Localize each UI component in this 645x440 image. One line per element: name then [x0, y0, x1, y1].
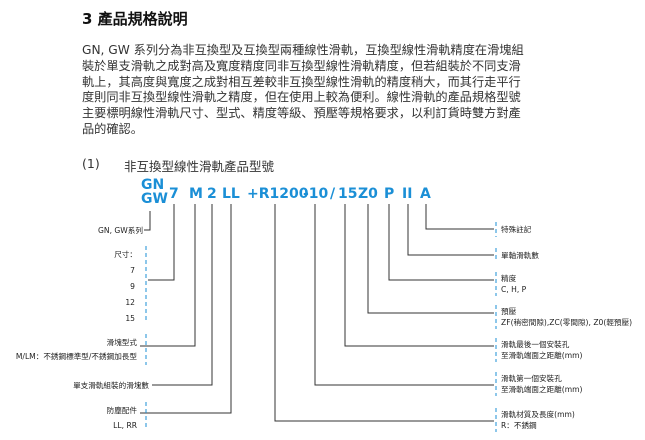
label-block-type-desc: M/LM：不銹鋼標準型/不銹鋼加長型 [15, 352, 137, 361]
code-dust: LL [222, 186, 240, 202]
code-size: 7 [169, 186, 179, 202]
connector-size [148, 204, 175, 281]
paragraph-line: 品的確認。 [82, 121, 143, 136]
connector-accuracy [388, 204, 494, 281]
subsection-title: 非互換型線性滑軌產品型號 [124, 159, 275, 174]
label-accuracy-values: C, H, P [501, 285, 527, 294]
connector-special [425, 204, 494, 230]
connector-preload [367, 204, 494, 314]
code-type: M [189, 186, 203, 202]
section-heading: 3 產品規格說明 [82, 10, 188, 28]
label-e1-line1: 滑軌第一個安裝孔 [501, 374, 562, 383]
label-dust-title: 防塵配件 [106, 406, 137, 415]
code-e2: 15 [338, 186, 358, 202]
code-length: +R1200 [247, 186, 309, 202]
connector-dust [140, 204, 232, 414]
label-size-12: 12 [125, 298, 135, 307]
code-accuracy: P [384, 186, 395, 202]
code-e1: -10 [303, 186, 329, 202]
code-series: GN GW [141, 178, 168, 206]
label-series: GN, GW系列 [98, 226, 143, 235]
paragraph-line: 軌上，其高度與寬度之成對相互差較非互換型線性滑軌的精度稍大，而其行走平行 [82, 74, 521, 89]
description-paragraph: GN, GW 系列分為非互換型及互換型兩種線性滑軌，互換型線性滑軌精度在滑塊組 … [82, 43, 582, 138]
connector-block-type [140, 204, 196, 347]
label-block-type: 滑塊型式 [106, 338, 137, 347]
code-gw: GW [141, 191, 168, 207]
paragraph-line: 度則同非互換型線性滑軌之精度，但在使用上較為便利。線性滑軌的產品規格型號 [82, 90, 521, 105]
label-size-7: 7 [130, 266, 135, 275]
label-preload-title: 預壓 [501, 307, 517, 316]
label-accuracy-title: 精度 [501, 274, 517, 283]
paragraph-line: GN, GW 系列分為非互換型及互換型兩種線性滑軌，互換型線性滑軌精度在滑塊組 [82, 43, 524, 57]
label-e2-line2: 至滑軌端面之距離(mm) [501, 351, 583, 360]
paragraph-line: 裝於單支滑軌之成對高及寬度精度同非互換型線性滑軌精度，但若組裝於不同支滑 [82, 58, 521, 73]
label-e1-line2: 至滑軌端面之距離(mm) [501, 385, 583, 394]
code-slash: / [330, 186, 336, 202]
label-size-title: 尺寸： [114, 250, 137, 259]
label-block-count: 單支滑軌組裝的滑塊數 [73, 381, 149, 390]
code-special: A [420, 186, 431, 202]
connector-e2 [344, 204, 494, 347]
label-size-15: 15 [125, 314, 135, 323]
label-dust-values: LL, RR [113, 421, 137, 430]
connector-length [274, 204, 494, 422]
label-rails: 單軸滑軌數 [501, 251, 539, 260]
label-length-line2: R：不銹鋼 [501, 421, 537, 430]
connector-e1 [314, 204, 494, 386]
code-rails: II [402, 186, 413, 202]
connector-block-count [152, 204, 213, 386]
label-length-line1: 滑軌材質及長度(mm) [501, 410, 575, 419]
code-blocks: 2 [207, 186, 217, 202]
label-size-9: 9 [130, 282, 135, 291]
paragraph-line: 主要標明線性滑軌尺寸、型式、精度等級、預壓等規格要求，以利訂貨時雙方對產 [82, 106, 521, 121]
label-special: 特殊註記 [501, 225, 532, 234]
label-preload-values: ZF(稍密間隙),ZC(零間隙), Z0(輕預壓) [501, 318, 633, 327]
label-e2-line1: 滑軌最後一個安裝孔 [501, 340, 570, 349]
connector-rails [407, 204, 494, 256]
subsection-number: (1) [82, 156, 100, 171]
connector-series [144, 211, 151, 231]
code-preload: Z0 [358, 186, 378, 202]
code-gn: GN [141, 177, 165, 193]
